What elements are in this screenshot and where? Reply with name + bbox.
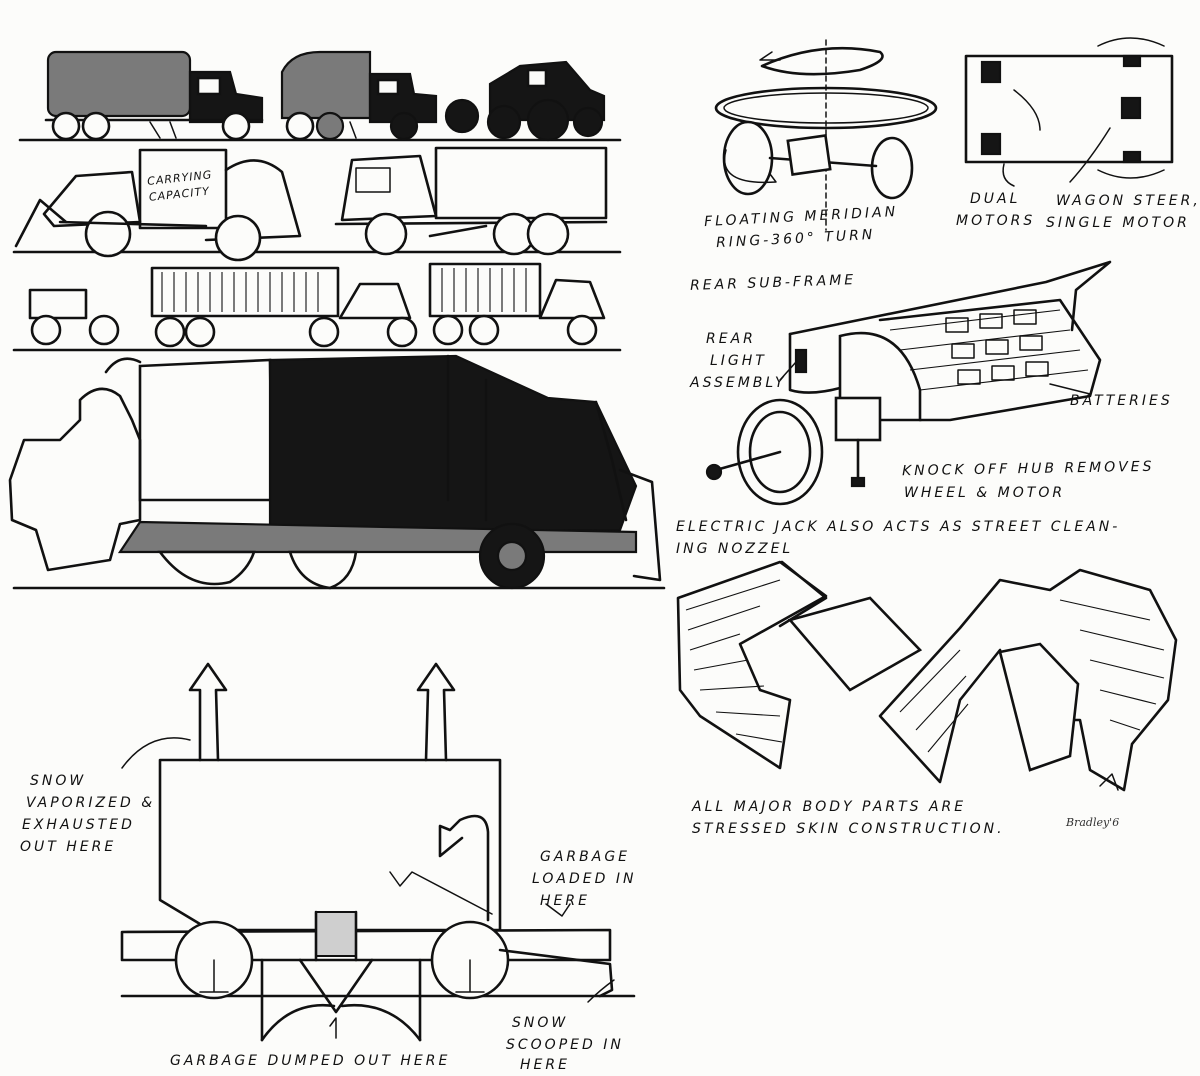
dump-truck-1 <box>150 266 418 348</box>
cross-section-sketch <box>120 662 636 1042</box>
row1-vehicles <box>18 50 622 142</box>
body-panel-right <box>878 568 1178 792</box>
dump-truck-2 <box>428 262 606 346</box>
label-rear-light-1: REAR <box>706 331 756 347</box>
snowplow-truck <box>14 148 302 262</box>
label-stressed-skin-1: ALL MAJOR BODY PARTS ARE <box>692 799 967 815</box>
stressed-skin-parts-sketch <box>676 560 1178 792</box>
label-snow-vaporized-4: OUT HERE <box>20 839 117 855</box>
label-garbage-loaded-2: LOADED IN <box>532 871 637 887</box>
label-snow-vaporized-1: SNOW <box>30 773 87 789</box>
artist-signature: Bradley'6 <box>1066 816 1120 829</box>
main-vehicle-sketch <box>8 354 666 590</box>
body-panel-left <box>676 560 923 770</box>
box-truck <box>334 146 608 256</box>
label-garbage-dumped: GARBAGE DUMPED OUT HERE <box>170 1053 451 1069</box>
label-snow-scooped-3: HERE <box>520 1057 570 1073</box>
label-snow-vaporized-3: EXHAUSTED <box>22 817 135 833</box>
label-snow-scooped-1: SNOW <box>512 1015 569 1031</box>
van-truck <box>280 50 438 141</box>
label-snow-scooped-2: SCOOPED IN <box>506 1037 624 1053</box>
label-electric-jack-1: ELECTRIC JACK ALSO ACTS AS STREET CLEAN- <box>676 519 1121 535</box>
row3-vehicles <box>12 262 622 352</box>
small-tractor <box>28 288 120 346</box>
floating-ring-sketch <box>714 39 938 231</box>
rear-subframe-sketch <box>705 260 1112 506</box>
label-rear-light-2: LIGHT <box>710 353 767 369</box>
tanker-truck <box>44 50 264 141</box>
label-batteries: BATTERIES <box>1070 393 1173 409</box>
battery-cells <box>945 309 1049 385</box>
label-garbage-loaded-1: GARBAGE <box>540 849 631 865</box>
tractor <box>444 60 606 142</box>
label-dual-motors-2: MOTORS <box>956 213 1036 229</box>
label-wagon-steer-1: WAGON STEER, <box>1056 193 1200 209</box>
label-snow-vaporized-2: VAPORIZED & <box>26 795 156 811</box>
motor-layout-sketch <box>964 37 1174 187</box>
label-dual-motors-1: DUAL <box>970 191 1021 207</box>
label-wagon-steer-2: SINGLE MOTOR <box>1046 215 1190 231</box>
row2-vehicles <box>12 146 622 262</box>
label-knock-off-2: WHEEL & MOTOR <box>904 485 1066 501</box>
label-rear-light-3: ASSEMBLY <box>690 375 787 391</box>
label-electric-jack-2: ING NOZZEL <box>676 541 794 557</box>
label-stressed-skin-2: STRESSED SKIN CONSTRUCTION. <box>692 821 1005 837</box>
label-garbage-loaded-3: HERE <box>540 893 590 909</box>
label-knock-off-1: KNOCK OFF HUB REMOVES <box>901 458 1155 480</box>
